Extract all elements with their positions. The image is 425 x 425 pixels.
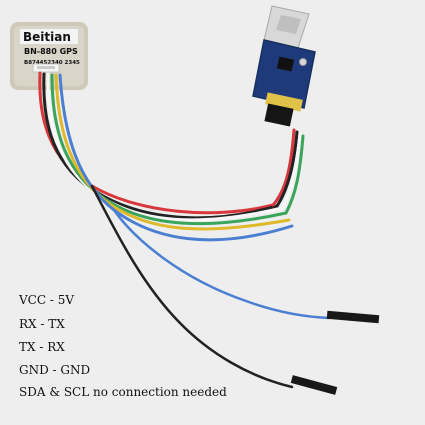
gps-model: BN-880 GPS	[24, 47, 78, 56]
wire-black-long	[90, 184, 294, 389]
note-line-4: GND - GND	[19, 363, 90, 377]
connection-notes: VCC - 5V RX - TX TX - RX GND - GND SDA &…	[18, 293, 227, 399]
wire-white-end	[280, 132, 302, 210]
gps-module-label	[20, 29, 78, 44]
usb-header-black	[264, 103, 294, 127]
gps-brand: Beitian	[23, 30, 71, 44]
wire-yellow	[54, 73, 291, 231]
gps-serial: B874452340 2345	[24, 60, 80, 66]
note-line-2: RX - TX	[19, 317, 65, 331]
gps-module-icon: Beitian BN-880 GPS B874452340 2345	[10, 22, 88, 90]
dupont-connector-upper	[326, 310, 380, 324]
usb-plug-shade	[276, 15, 301, 34]
gps-connector-pins	[37, 66, 55, 69]
usb-board	[252, 39, 316, 109]
wire-bundle	[38, 71, 331, 389]
usb-chip	[276, 56, 295, 72]
wire-blue-long	[112, 208, 331, 320]
wire-green-end	[284, 134, 305, 215]
wire-black-end	[275, 130, 299, 208]
note-line-3: TX - RX	[19, 340, 65, 354]
usb-serial-adapter-icon	[252, 5, 316, 127]
wire-red-end	[271, 128, 296, 207]
dupont-connector-icon	[290, 310, 380, 395]
usb-header-yellow	[265, 92, 303, 112]
note-line-1: VCC - 5V	[18, 293, 74, 307]
note-line-5: SDA & SCL no connection needed	[19, 385, 227, 399]
dupont-connector-lower	[290, 375, 338, 395]
usb-button	[299, 58, 307, 66]
